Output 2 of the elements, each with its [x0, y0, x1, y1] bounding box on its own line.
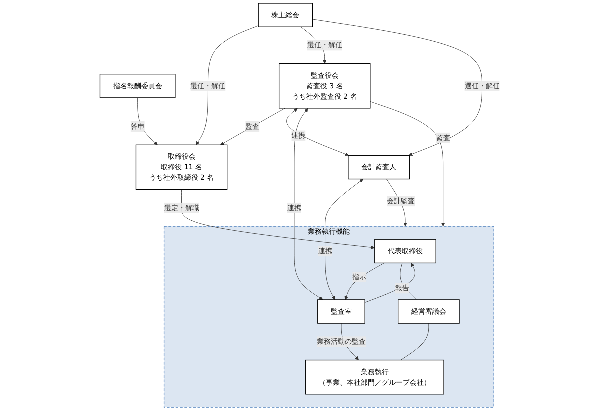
connector — [400, 263, 417, 300]
connector — [400, 323, 430, 360]
